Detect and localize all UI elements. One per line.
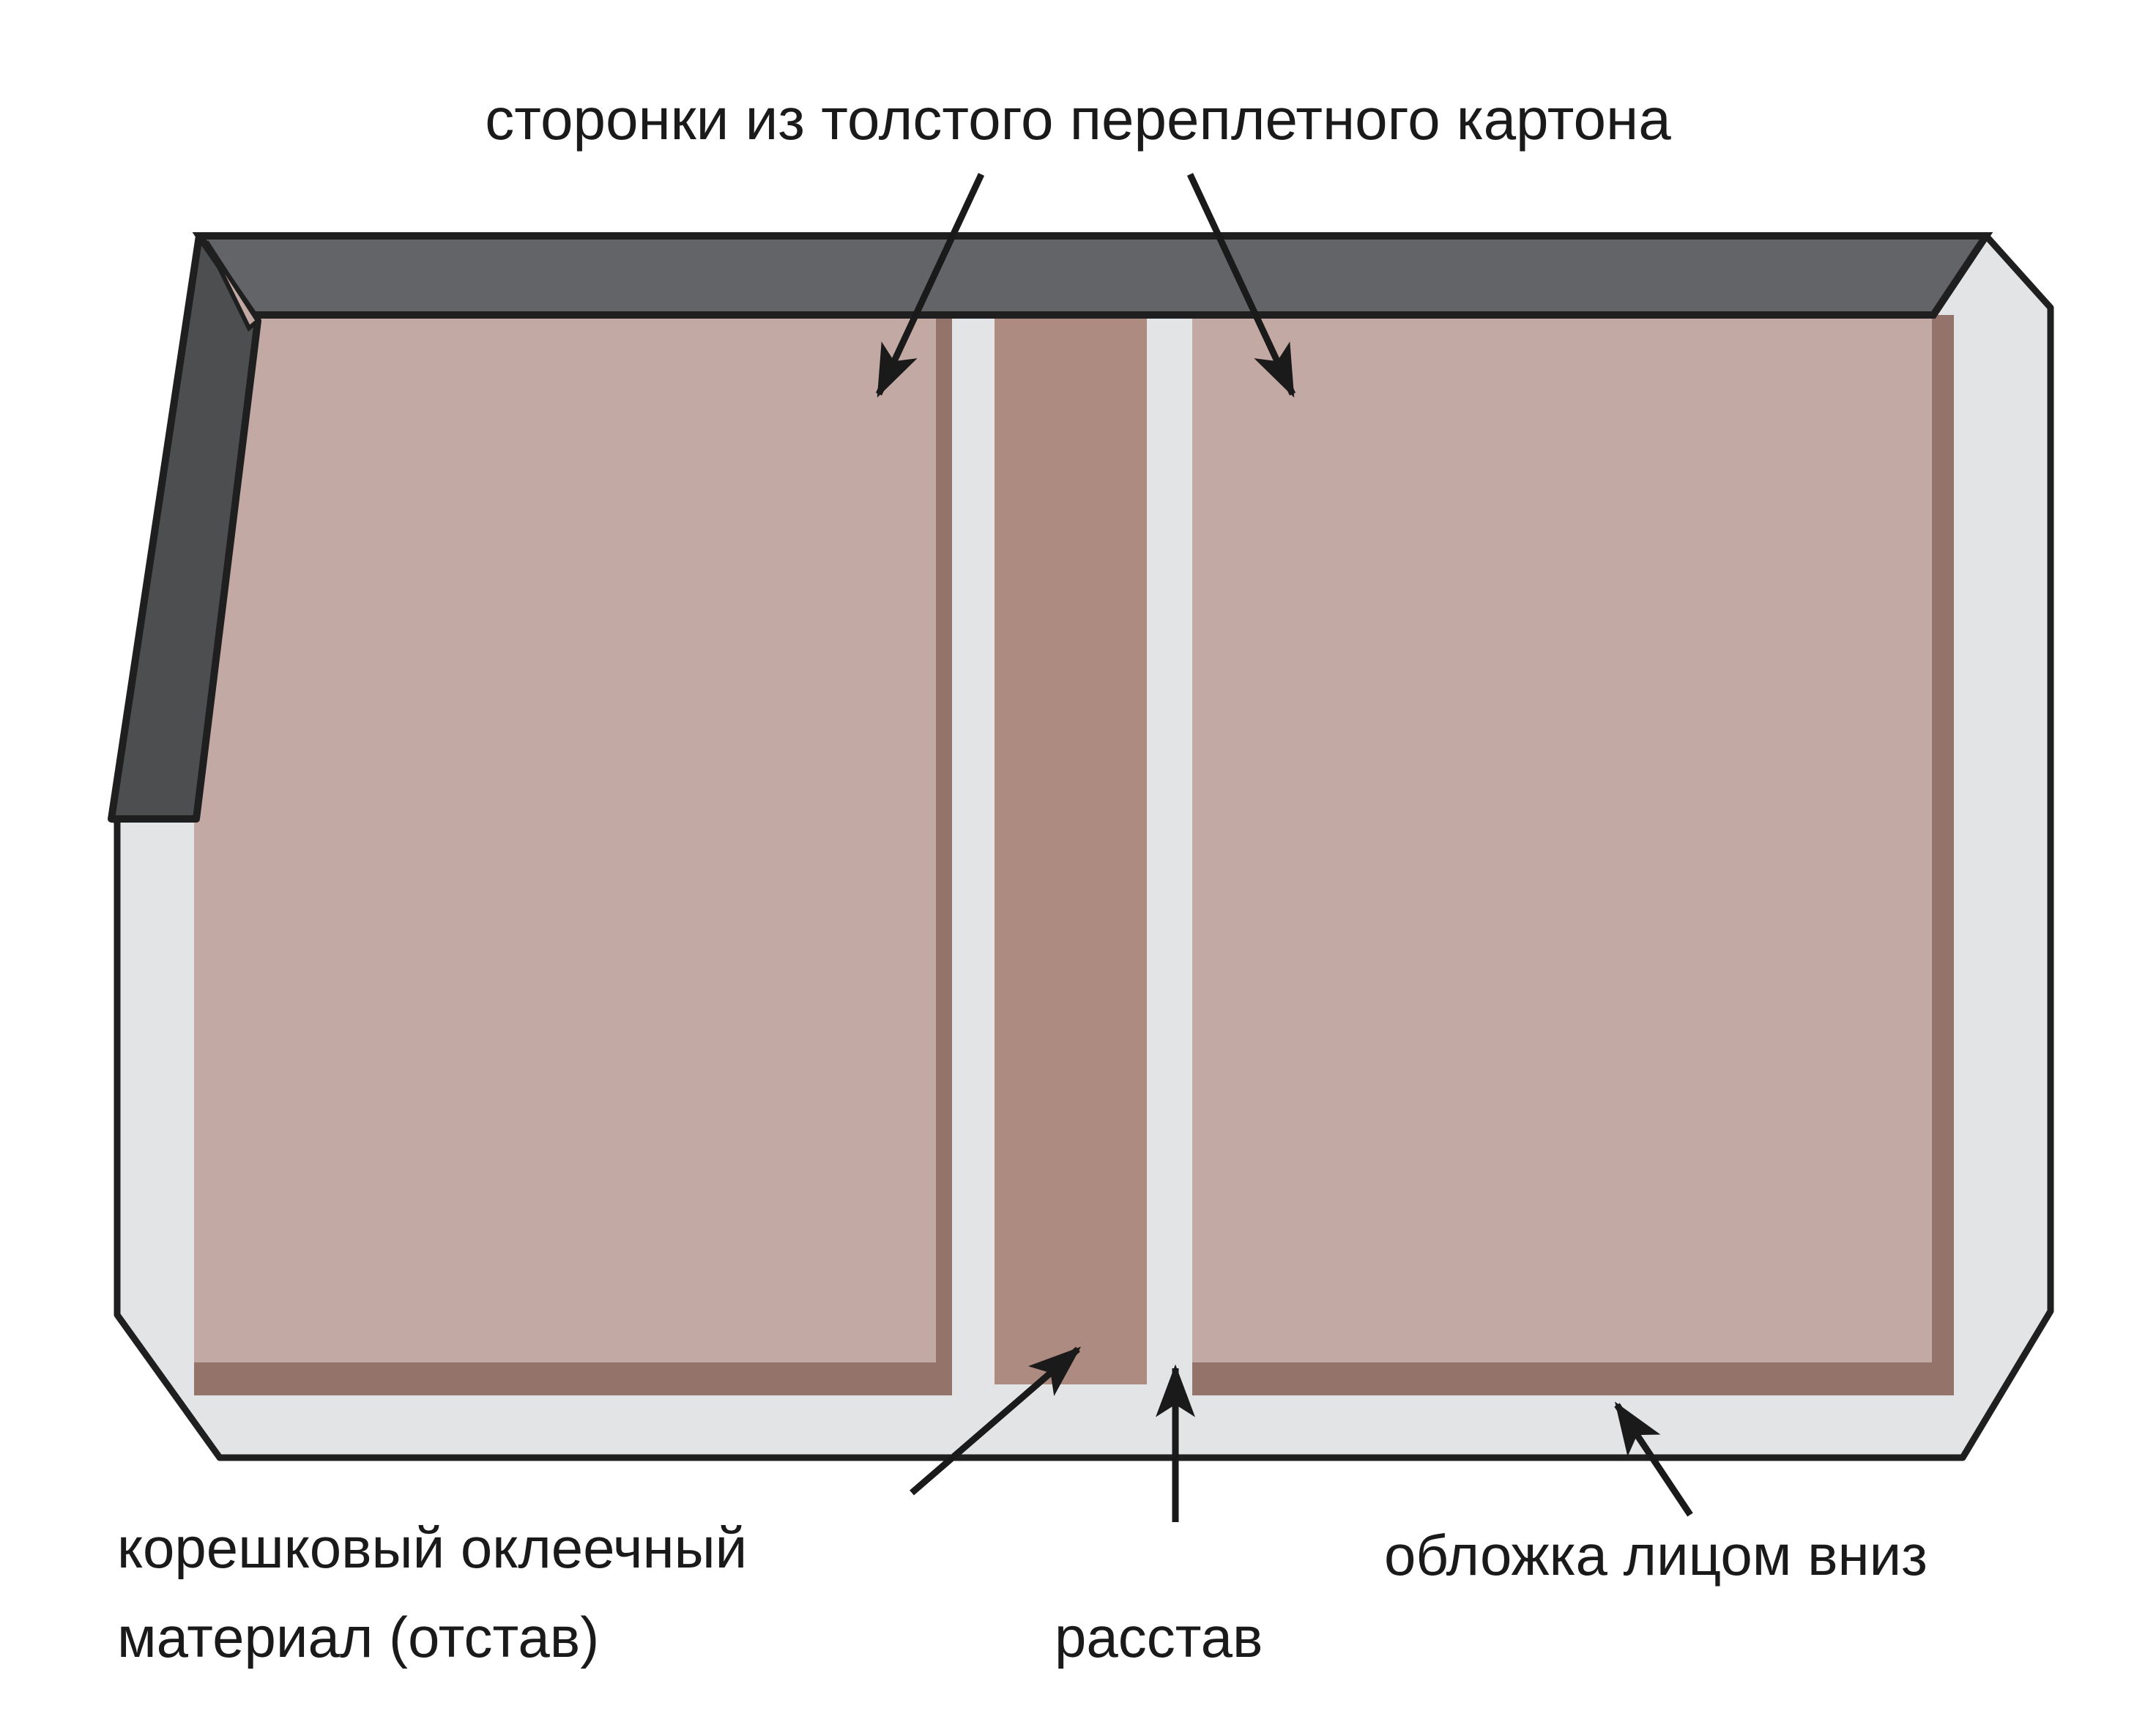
spine-strip: [995, 315, 1147, 1384]
spine-strip-group: [995, 315, 1147, 1384]
left-board-group: [194, 315, 952, 1395]
turn-in-top: [192, 232, 1993, 319]
right-board: [1192, 315, 1932, 1362]
turn-in-left-group: [108, 232, 261, 823]
arrow-to-right-board: [1186, 173, 1296, 398]
left-board: [194, 315, 952, 1362]
arrow-to-cover: [1614, 1401, 1693, 1517]
label-joint-gap: расстав: [1055, 1605, 1263, 1669]
label-cover-face-down: обложка лицом вниз: [1384, 1523, 1928, 1587]
gap-left: [952, 315, 995, 1399]
label-spine-material-line1: корешковый оклеечный: [117, 1516, 747, 1580]
arrow-to-spine: [910, 1346, 1082, 1496]
right-board-group: [1192, 315, 1954, 1395]
gap-right: [1147, 315, 1192, 1399]
left-board-inner-edge: [936, 315, 952, 1395]
annotation-arrows: [875, 173, 1693, 1522]
turn-in-left-fold-sliver: [204, 240, 261, 332]
arrow-to-left-board: [875, 173, 985, 398]
label-spine-material-line2: материал (отстав): [117, 1605, 599, 1669]
label-boards: сторонки из толстого переплетного картон…: [485, 86, 1671, 152]
turn-in-top-group: [192, 232, 1993, 319]
